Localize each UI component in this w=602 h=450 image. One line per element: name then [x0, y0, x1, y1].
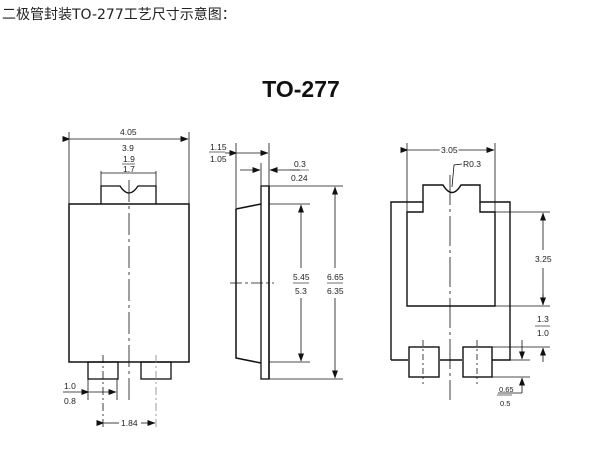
dim-lead-thickness-max: 0.3	[294, 159, 306, 169]
dim-lead-length-min: 0.5	[500, 399, 510, 408]
dim-lead-width-max: 1.0	[64, 381, 76, 391]
dim-overall-height-max: 6.65	[327, 272, 344, 282]
dim-gap-min: 1.0	[537, 328, 549, 338]
dim-pad-width: 3.05	[441, 145, 458, 155]
dim-body-height-max: 5.45	[293, 272, 310, 282]
dim-body-thickness-max: 1.15	[210, 142, 227, 152]
bottom-view	[390, 143, 550, 400]
dim-overall-height-min: 6.35	[327, 286, 344, 296]
dim-front-width-max: 4.05	[120, 127, 137, 137]
dim-notch-radius: R0.3	[463, 159, 481, 169]
dim-lead-width-min: 0.8	[64, 396, 76, 406]
page-heading: 二极管封装TO-277工艺尺寸示意图：	[2, 7, 236, 23]
dim-lead-thickness-min: 0.24	[291, 173, 308, 183]
dim-body-height-min: 5.3	[295, 286, 307, 296]
dim-lead-length-max: 0.65	[499, 385, 514, 394]
dim-pad-height: 3.25	[535, 254, 552, 264]
dim-lead-pitch: 1.84	[121, 418, 138, 428]
dim-front-width-min: 3.9	[122, 143, 134, 153]
diagram-title: TO-277	[262, 76, 340, 102]
front-view	[62, 132, 190, 430]
dim-body-thickness-min: 1.05	[210, 154, 227, 164]
dim-tab-width-max: 1.9	[123, 154, 135, 164]
dim-gap-max: 1.3	[537, 314, 549, 324]
side-view	[225, 143, 343, 380]
dim-tab-width-min: 1.7	[123, 164, 135, 174]
